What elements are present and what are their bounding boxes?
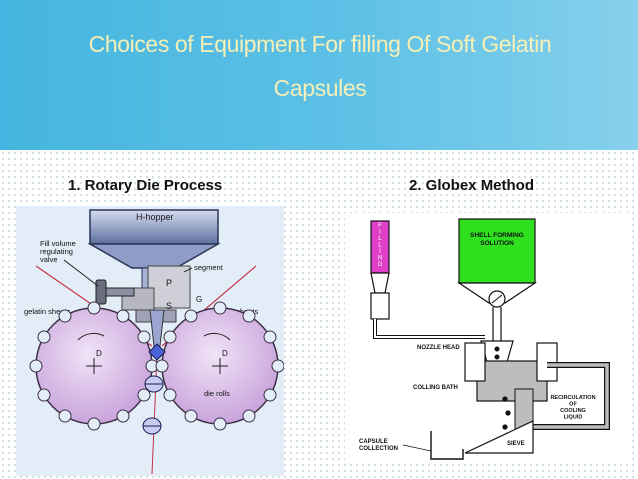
slide-title-line-1: Choices of Equipment For filling Of Soft… xyxy=(88,31,552,57)
fill-valve: Fill volume regulating valve xyxy=(40,239,135,305)
fill-valve-label: Fill volume regulating valve xyxy=(40,239,78,264)
die-rolls-label: die rolls xyxy=(204,389,230,398)
gelatin-left-label: gelatin sheets xyxy=(24,307,71,316)
p-label: P xyxy=(166,278,172,288)
left-die-roll: D xyxy=(29,301,159,431)
s-label: S xyxy=(166,301,172,311)
wedge xyxy=(149,309,165,347)
nozzle-head-label: NOZZLE HEAD xyxy=(417,345,460,351)
d-right-label: D xyxy=(222,349,228,358)
sieve: SIEVE xyxy=(464,420,534,454)
sieve-label: SIEVE xyxy=(507,441,525,447)
hopper-label: H-hopper xyxy=(136,212,174,222)
g-label: G xyxy=(196,295,202,304)
colling-bath-label: COLLING BATH xyxy=(413,385,458,391)
globex-method-label: 2. Globex Method xyxy=(409,177,535,194)
segment-label: segment xyxy=(194,263,224,272)
title-banner: Choices of Equipment For filling Of Soft… xyxy=(0,0,638,150)
rotary-die-figure: H-hopper P S Fill volume regulating valv… xyxy=(16,206,284,476)
capsule-drop xyxy=(142,343,166,435)
slide-title-line-2: Capsules xyxy=(273,75,367,101)
right-die-roll: D die rolls xyxy=(155,301,284,431)
d-left-label: D xyxy=(96,349,102,358)
rotary-die-label: 1. Rotary Die Process xyxy=(68,177,223,194)
slide-title: Choices of Equipment For filling Of Soft… xyxy=(20,22,620,110)
